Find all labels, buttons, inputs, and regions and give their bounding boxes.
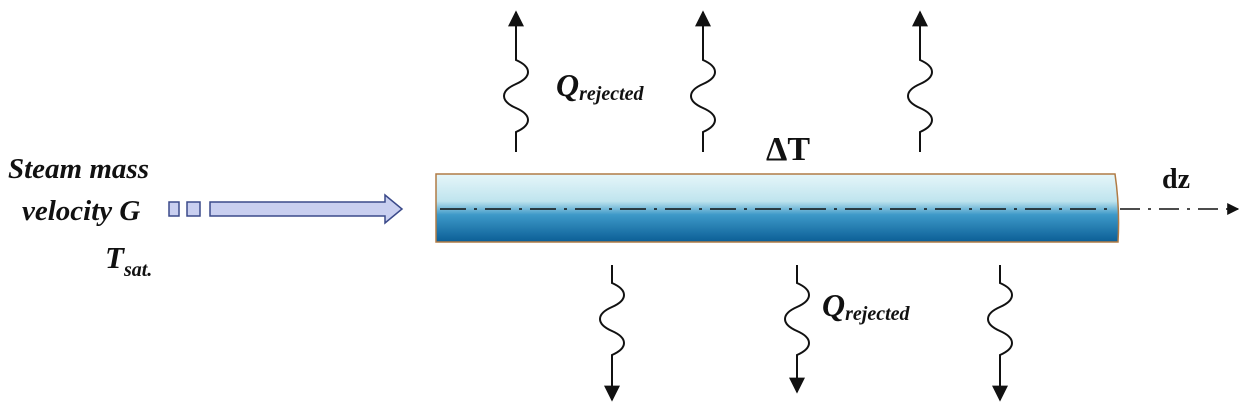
heat-arrow-down-2 (784, 265, 810, 394)
heat-arrow-up-1 (503, 10, 529, 152)
heat-arrow-up-3 (907, 10, 933, 152)
inlet-dash-1 (168, 201, 180, 217)
heat-arrow-down-3 (987, 265, 1013, 402)
saturation-temp-label: Tsat. (105, 240, 152, 281)
inlet-label-line2: velocity G (22, 195, 140, 227)
tube-body (435, 173, 1120, 243)
dz-label: dz (1162, 164, 1190, 195)
inlet-dash-2 (186, 201, 201, 217)
q-rejected-label-bottom: Qrejected (822, 287, 911, 325)
q-rejected-label-top: Qrejected (556, 67, 645, 105)
heat-arrow-up-2 (690, 10, 716, 152)
heat-arrow-down-1 (599, 265, 625, 402)
inlet-label-line1: Steam mass (8, 153, 149, 185)
delta-t-label: ΔT (766, 131, 810, 168)
steam-inlet-arrow (209, 193, 404, 225)
